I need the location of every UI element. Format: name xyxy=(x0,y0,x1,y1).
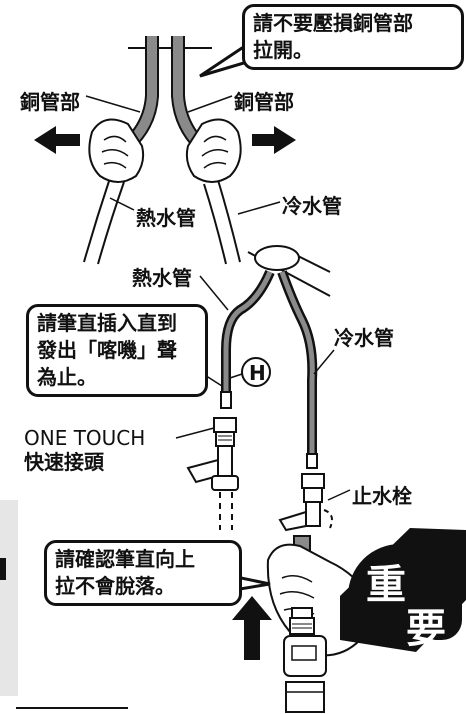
label-hot-pipe-top: 熱水管 xyxy=(136,206,196,230)
label-copper-left: 銅管部 xyxy=(20,90,80,114)
callout-line: 請不要壓損銅管部 xyxy=(253,11,413,35)
callout-line: 拉開。 xyxy=(253,38,313,62)
arrow-left-icon xyxy=(34,126,80,154)
arrow-up-icon xyxy=(232,596,272,660)
valve-icon xyxy=(186,417,239,530)
label-copper-right: 銅管部 xyxy=(234,90,294,114)
label-cold-pipe-top: 冷水管 xyxy=(282,194,342,218)
cold-water-hose xyxy=(277,270,318,456)
h-mark-label: H xyxy=(249,361,266,385)
label-one-touch-zh: 快速接頭 xyxy=(24,450,104,474)
label-hot-pipe-mid: 熱水管 xyxy=(132,266,192,290)
callout-line: 為止。 xyxy=(37,365,97,389)
important-char-2: 要 xyxy=(406,606,446,652)
side-tab xyxy=(0,500,18,696)
top-callout: 請不要壓損銅管部 拉開。 xyxy=(242,4,464,70)
label-stop-valve: 止水栓 xyxy=(352,484,412,508)
label-one-touch: ONE TOUCH 快速接頭 xyxy=(24,426,145,474)
callout-line: 請筆直插入直到 xyxy=(37,311,177,335)
insert-callout: 請筆直插入直到 發出「喀嘰」聲 為止。 xyxy=(26,304,208,397)
important-seal-icon xyxy=(340,528,466,652)
arrow-right-icon xyxy=(252,126,296,154)
label-cold-pipe-mid: 冷水管 xyxy=(334,326,394,350)
h-mark-circle xyxy=(241,357,271,387)
callout-line: 發出「喀嘰」聲 xyxy=(37,338,177,362)
callout-line: 拉不會脫落。 xyxy=(55,574,175,598)
important-char-1: 重 xyxy=(366,562,406,608)
hand-icon xyxy=(88,118,145,183)
label-one-touch-en: ONE TOUCH xyxy=(24,426,146,450)
confirm-callout: 請確認筆直向上 拉不會脫落。 xyxy=(44,540,242,606)
hand-icon xyxy=(185,118,242,183)
valve-icon xyxy=(278,473,333,532)
callout-line: 請確認筆直向上 xyxy=(55,547,195,571)
